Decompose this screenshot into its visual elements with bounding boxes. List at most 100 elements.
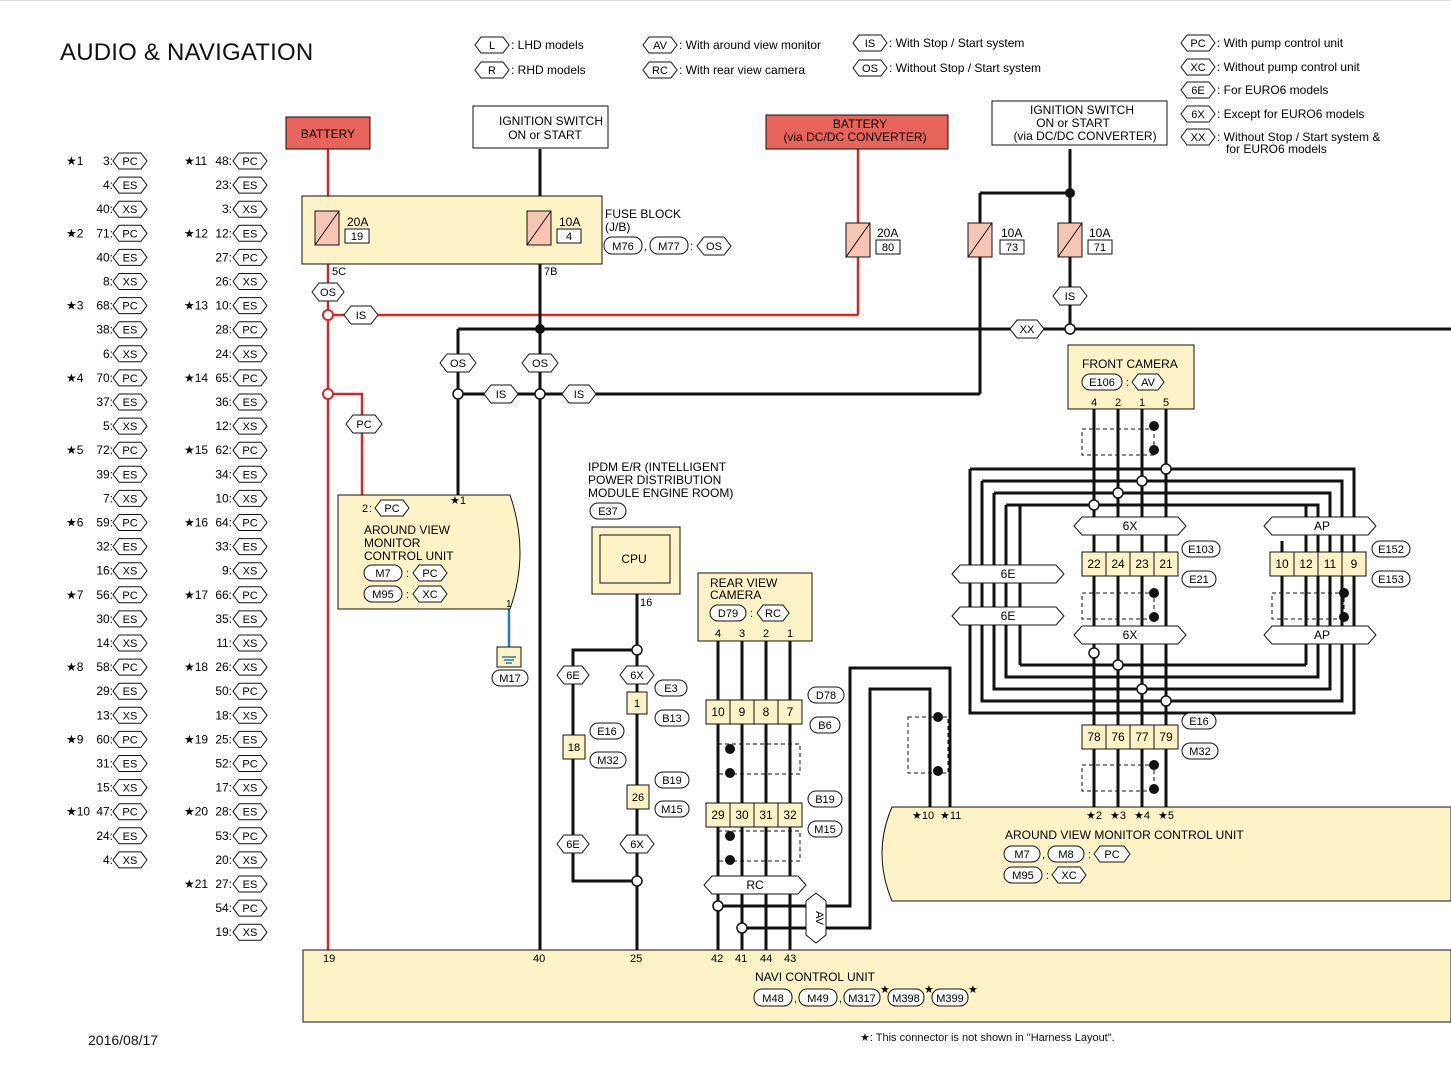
pin-number: 10: bbox=[215, 299, 232, 313]
pin-number: 3: bbox=[222, 202, 232, 216]
svg-text:M17: M17 bbox=[499, 673, 520, 685]
pin-row: 10:XS bbox=[215, 489, 268, 507]
pin-code: XS bbox=[112, 562, 148, 580]
pin-number: 18: bbox=[215, 708, 232, 722]
svg-text:32: 32 bbox=[783, 808, 797, 822]
ground-m17: M17 bbox=[491, 646, 529, 687]
pin-number: 15: bbox=[96, 781, 113, 795]
pin-number: 27: bbox=[215, 877, 232, 891]
legend-code-xc: XC bbox=[1180, 58, 1216, 76]
legend-code-pc: PC bbox=[1180, 34, 1216, 52]
avm-control-unit-left: 2 : PC ★1 AROUND VIEW MONITOR CONTROL UN… bbox=[337, 494, 521, 610]
svg-text:42: 42 bbox=[711, 953, 723, 965]
fuse-71: 10A 71 bbox=[1057, 222, 1113, 258]
pin-code: PC bbox=[232, 899, 268, 917]
fuse-block-connectors: M76 , M77 : OS bbox=[603, 236, 732, 256]
pin-number: 39: bbox=[96, 467, 113, 481]
code-label: XS bbox=[123, 855, 138, 867]
svg-text:AV: AV bbox=[1141, 377, 1156, 389]
svg-text::: : bbox=[406, 568, 409, 580]
legend-text: : With around view monitor bbox=[679, 38, 821, 52]
pin-row: 38:ES bbox=[96, 321, 148, 339]
code-label: ES bbox=[243, 469, 258, 481]
pin-row: 28:PC bbox=[215, 321, 268, 339]
svg-text:CPU: CPU bbox=[621, 552, 646, 566]
code-label: PC bbox=[242, 518, 257, 530]
svg-text:77: 77 bbox=[1135, 730, 1149, 744]
code-label: XS bbox=[123, 421, 138, 433]
svg-text::: : bbox=[406, 589, 409, 601]
pin-row: 14:XS bbox=[96, 634, 148, 652]
front-cam-low-connector: 78 76 77 79 E16 M32 bbox=[1081, 712, 1219, 760]
pin-number: 16: bbox=[96, 564, 113, 578]
pin-number: 40: bbox=[96, 250, 113, 264]
code-label: XS bbox=[243, 662, 258, 674]
code-label: PC bbox=[242, 686, 257, 698]
svg-text:73: 73 bbox=[1006, 242, 1018, 254]
svg-text::: : bbox=[1088, 849, 1091, 861]
code-label: PC bbox=[122, 445, 137, 457]
pin-row: 39:ES bbox=[96, 465, 148, 483]
pin-row: 20:XS bbox=[215, 851, 268, 869]
svg-text:E16: E16 bbox=[597, 726, 617, 738]
pin-number: 53: bbox=[215, 829, 232, 843]
legend-text: : Except for EURO6 models bbox=[1217, 107, 1364, 121]
code-label: ES bbox=[123, 180, 138, 192]
svg-text:ON or START: ON or START bbox=[508, 128, 582, 142]
pin-row: 35:ES bbox=[215, 610, 268, 628]
code-label: PC bbox=[122, 518, 137, 530]
svg-text:21: 21 bbox=[1159, 557, 1173, 571]
pin-star: ★11 bbox=[184, 154, 208, 168]
code-label: XS bbox=[243, 710, 258, 722]
code-label: R bbox=[488, 65, 496, 77]
pin-row: 11:XS bbox=[216, 634, 268, 652]
junctions bbox=[322, 188, 1349, 934]
svg-text:M32: M32 bbox=[597, 755, 618, 767]
svg-text:12: 12 bbox=[1299, 557, 1313, 571]
svg-text:2: 2 bbox=[763, 628, 769, 640]
svg-text:★1: ★1 bbox=[450, 495, 466, 507]
pin-code: PC bbox=[232, 586, 268, 604]
code-label: PC bbox=[122, 156, 137, 168]
pin-code: ES bbox=[232, 538, 268, 556]
svg-text:71: 71 bbox=[1094, 242, 1106, 254]
pin-code: PC bbox=[232, 321, 268, 339]
pin-code: ES bbox=[232, 176, 268, 194]
pin-code: XS bbox=[232, 489, 268, 507]
svg-text:6E: 6E bbox=[1001, 567, 1016, 581]
svg-text:★4: ★4 bbox=[1134, 810, 1150, 822]
code-label: ES bbox=[123, 686, 138, 698]
pin-code: PC bbox=[112, 514, 148, 531]
pin-row: 7:XS bbox=[103, 489, 148, 507]
svg-text:XX: XX bbox=[1020, 324, 1035, 336]
code-label: ES bbox=[243, 879, 258, 891]
pin-code: PC bbox=[232, 682, 268, 700]
svg-text:20A: 20A bbox=[347, 215, 368, 229]
svg-text:,: , bbox=[1042, 849, 1045, 861]
pin-code: PC bbox=[112, 152, 148, 170]
svg-text:M32: M32 bbox=[1189, 746, 1210, 758]
pin-code: XS bbox=[112, 851, 148, 869]
pin-code: PC bbox=[232, 514, 268, 531]
pin-star: ★3 bbox=[66, 299, 84, 313]
pin-number: 12: bbox=[215, 419, 232, 433]
svg-text:4: 4 bbox=[566, 231, 572, 243]
pin-star: ★4 bbox=[66, 371, 84, 385]
svg-text:★10: ★10 bbox=[912, 810, 934, 822]
svg-text:M15: M15 bbox=[814, 824, 835, 836]
svg-text:M398: M398 bbox=[892, 993, 920, 1005]
pin-number: 4: bbox=[103, 853, 113, 867]
svg-text:XC: XC bbox=[1061, 870, 1076, 882]
code-label: ES bbox=[243, 614, 258, 626]
code-label: 6X bbox=[1191, 109, 1205, 121]
svg-text:M95: M95 bbox=[372, 589, 393, 601]
pin-code: XS bbox=[232, 658, 268, 676]
svg-text:10A: 10A bbox=[559, 215, 580, 229]
svg-text:43: 43 bbox=[784, 953, 796, 965]
pin-code: PC bbox=[232, 441, 268, 459]
svg-text:6X: 6X bbox=[1123, 519, 1138, 533]
